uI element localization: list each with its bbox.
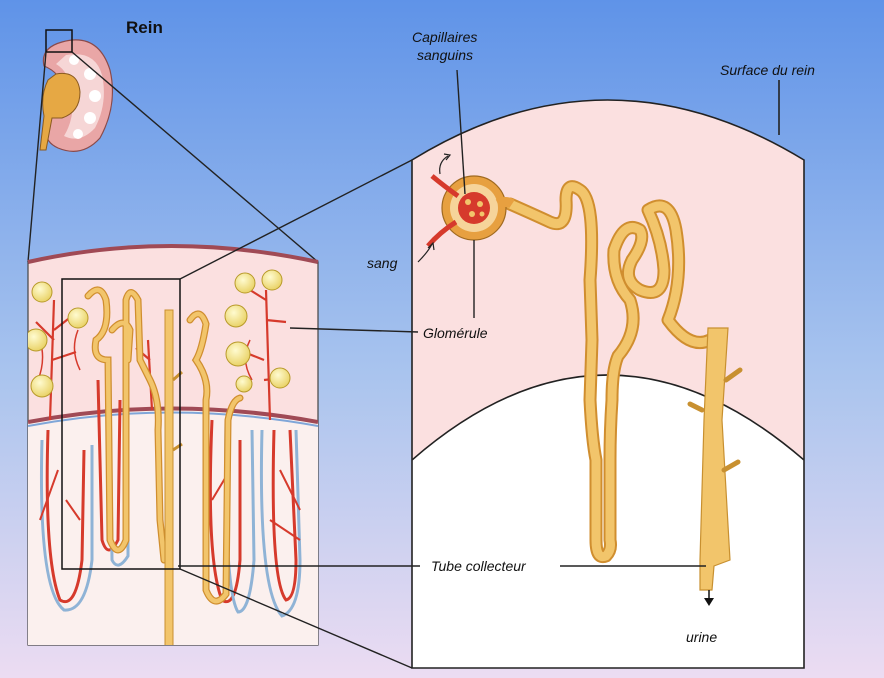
cross-section-panel	[25, 246, 318, 650]
kidney-icon	[40, 40, 112, 151]
label-urine: urine	[686, 629, 717, 645]
label-capillaires-2: sanguins	[417, 47, 473, 63]
label-capillaires-1: Capillaires	[412, 29, 477, 45]
label-sang: sang	[367, 255, 398, 271]
label-glomerule: Glomérule	[423, 325, 488, 341]
nephron-panel	[412, 80, 804, 668]
label-surface: Surface du rein	[720, 62, 815, 78]
title: Rein	[126, 18, 163, 37]
label-tube: Tube collecteur	[431, 558, 527, 574]
